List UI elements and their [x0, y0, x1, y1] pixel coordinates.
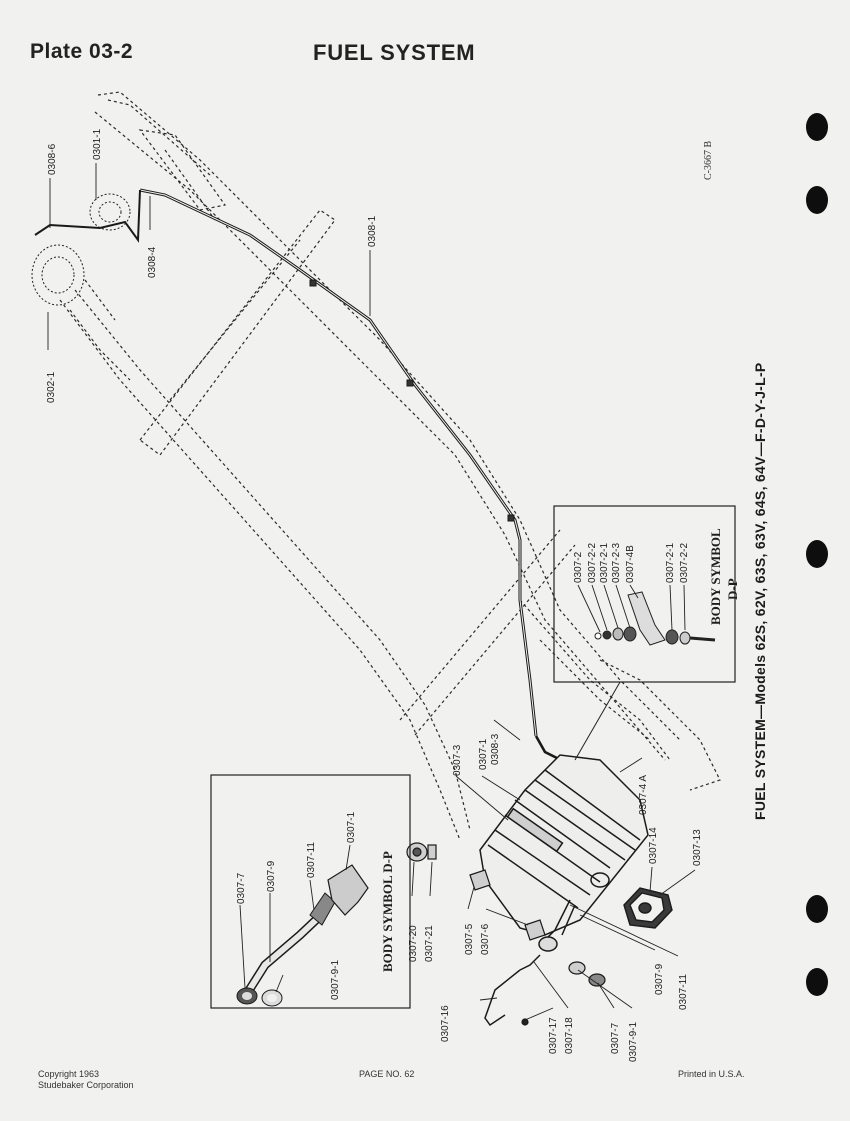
label-inset-0307-11: 0307-11: [306, 842, 317, 878]
label-0301-1: 0301-1: [92, 128, 103, 160]
label-0307-21: 0307-21: [424, 925, 435, 962]
inset-left-title: BODY SYMBOL D-P: [380, 851, 395, 972]
filler-neck: [484, 936, 558, 1027]
inset-right-title-2: D-P: [725, 578, 740, 600]
part-labels: 0308-6 0301-1 0308-4 0302-1 0308-1 0308-…: [46, 128, 703, 1062]
label-inset-0307-2: 0307-2: [573, 551, 584, 583]
binder-hole-5: [806, 968, 828, 996]
label-0307-4a: 0307-4 A: [638, 775, 649, 815]
label-0307-9-1: 0307-9-1: [628, 1022, 639, 1062]
label-inset-0307-9-1: 0307-9-1: [330, 960, 341, 1000]
fuel-line: [34, 188, 566, 764]
label-inset-0307-9: 0307-9: [266, 860, 277, 892]
label-0307-20: 0307-20: [408, 925, 419, 962]
binder-hole-1: [806, 113, 828, 141]
footer-copyright: Copyright 1963 Studebaker Corporation: [38, 1069, 134, 1091]
plate-number: Plate 03-2: [30, 40, 134, 63]
inset-right: BODY SYMBOL D-P: [553, 505, 740, 761]
printed-in: Printed in U.S.A.: [678, 1069, 745, 1079]
leader-lines: [47, 163, 696, 1021]
label-0307-9: 0307-9: [654, 963, 665, 995]
section-title: FUEL SYSTEM: [313, 40, 476, 65]
label-inset-0307-2-3: 0307-2-3: [611, 543, 622, 583]
binder-hole-4: [806, 895, 828, 923]
fuel-pump: [31, 193, 131, 306]
vehicle-frame-outline: [59, 91, 721, 841]
label-0307-1: 0307-1: [478, 738, 489, 770]
inset-left: BODY SYMBOL D-P: [210, 774, 411, 1009]
label-inset-0307-7: 0307-7: [236, 872, 247, 904]
company-line: Studebaker Corporation: [38, 1080, 134, 1090]
label-0308-6: 0308-6: [47, 143, 58, 175]
inset-right-title-1: BODY SYMBOL: [708, 528, 723, 625]
label-0307-13: 0307-13: [692, 829, 703, 866]
label-0308-1: 0308-1: [367, 215, 378, 247]
fuel-tank: [479, 754, 649, 946]
label-0308-4: 0308-4: [147, 246, 158, 278]
page-number: PAGE NO. 62: [359, 1069, 415, 1079]
label-inset-0307-4b: 0307-4B: [625, 545, 636, 583]
label-inset-0307-2-1a: 0307-2-1: [599, 543, 610, 583]
tank-hardware: [406, 842, 606, 1026]
label-0302-1: 0302-1: [46, 371, 57, 403]
label-0307-17: 0307-17: [548, 1017, 559, 1054]
label-0307-5: 0307-5: [464, 923, 475, 955]
label-0307-3: 0307-3: [452, 744, 463, 776]
label-inset-0307-2-2b: 0307-2-2: [679, 543, 690, 583]
binder-hole-3: [806, 540, 828, 568]
tank-gasket: [623, 887, 673, 929]
label-0307-6: 0307-6: [480, 923, 491, 955]
label-inset-0307-2-2a: 0307-2-2: [587, 543, 598, 583]
label-0307-14: 0307-14: [648, 827, 659, 864]
label-0307-11: 0307-11: [678, 974, 689, 1010]
label-0307-7: 0307-7: [610, 1022, 621, 1054]
binder-hole-2: [806, 186, 828, 214]
copyright-line: Copyright 1963: [38, 1069, 100, 1079]
label-inset-0307-2-1b: 0307-2-1: [665, 543, 676, 583]
label-0307-16: 0307-16: [440, 1005, 451, 1042]
label-0307-18: 0307-18: [564, 1017, 575, 1054]
label-0308-3: 0308-3: [490, 733, 501, 765]
label-inset-0307-1: 0307-1: [346, 811, 357, 843]
